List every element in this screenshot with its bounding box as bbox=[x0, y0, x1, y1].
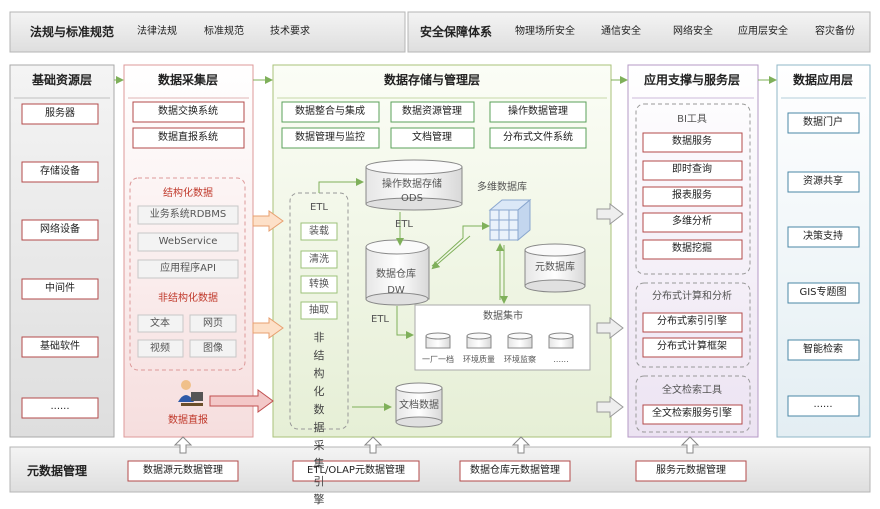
metadata-management-title: 元数据管理 bbox=[26, 464, 88, 478]
data-application-title: 数据应用层 bbox=[792, 73, 854, 87]
bi-item[interactable]: 报表服务 bbox=[672, 190, 712, 201]
storage-item[interactable]: 数据整合与集成 bbox=[295, 106, 365, 117]
person-computer-icon bbox=[178, 380, 203, 406]
fulltext-title: 全文检索工具 bbox=[662, 385, 722, 396]
data-mart-item[interactable]: 环境质量 bbox=[463, 355, 495, 364]
unstructured-item[interactable]: 文本 bbox=[150, 318, 170, 329]
resource-item[interactable]: 存储设备 bbox=[40, 166, 80, 177]
data-mart-item[interactable]: 一厂一档 bbox=[422, 355, 454, 364]
structured-item[interactable]: 应用程序API bbox=[160, 263, 216, 274]
application-item[interactable]: 智能检索 bbox=[803, 344, 843, 355]
unstructured-item[interactable]: 图像 bbox=[203, 343, 223, 354]
storage-item[interactable]: 数据管理与监控 bbox=[295, 132, 365, 143]
security-bar bbox=[407, 11, 871, 53]
metadata-item[interactable]: 数据仓库元数据管理 bbox=[470, 465, 560, 476]
doc-data-cylinder bbox=[395, 382, 443, 428]
bi-tools-title: BI工具 bbox=[677, 114, 707, 125]
security-item[interactable]: 物理场所安全 bbox=[515, 26, 575, 37]
structured-data-title: 结构化数据 bbox=[163, 188, 213, 199]
storage-management-title: 数据存储与管理层 bbox=[383, 73, 481, 87]
storage-item[interactable]: 分布式文件系统 bbox=[503, 132, 573, 143]
data-mart-item[interactable]: ...... bbox=[553, 355, 569, 364]
ods-label: 操作数据存储 bbox=[382, 179, 442, 190]
security-item[interactable]: 通信安全 bbox=[601, 26, 641, 37]
etl-step[interactable]: 转换 bbox=[309, 279, 329, 290]
basic-resource-title: 基础资源层 bbox=[31, 73, 93, 87]
basic-resource-layer bbox=[9, 64, 115, 438]
resource-item[interactable]: 网络设备 bbox=[40, 224, 80, 235]
regulations-bar bbox=[9, 11, 406, 53]
doc-data-label: 文档数据 bbox=[399, 400, 439, 411]
unstructured-item[interactable]: 网页 bbox=[203, 318, 223, 329]
etl-flow-label: ETL bbox=[395, 219, 413, 230]
dw-label: 数据仓库 bbox=[376, 269, 416, 280]
security-item[interactable]: 网络安全 bbox=[673, 26, 713, 37]
storage-item[interactable]: 文档管理 bbox=[412, 132, 452, 143]
arrow-to-dist bbox=[596, 316, 624, 340]
bi-item[interactable]: 数据挖掘 bbox=[672, 243, 712, 254]
structured-item[interactable]: 业务系统RDBMS bbox=[149, 209, 227, 220]
unstructured-item[interactable]: 视频 bbox=[150, 343, 170, 354]
regulation-item[interactable]: 技术要求 bbox=[270, 26, 310, 37]
application-item[interactable]: 资源共享 bbox=[803, 176, 843, 187]
ods-abbr: ODS bbox=[401, 193, 423, 204]
arrow-to-search bbox=[596, 395, 624, 419]
application-item[interactable]: 数据门户 bbox=[803, 117, 843, 128]
arrow-to-bi bbox=[596, 202, 624, 226]
application-item[interactable]: ...... bbox=[813, 399, 833, 410]
storage-item[interactable]: 数据资源管理 bbox=[402, 106, 462, 117]
security-title: 安全保障体系 bbox=[419, 25, 493, 39]
etl-step[interactable]: 装载 bbox=[309, 226, 329, 237]
collection-item[interactable]: 数据直报系统 bbox=[158, 132, 218, 143]
arrow-direct-report bbox=[209, 389, 274, 413]
data-mart-item[interactable]: 环境监察 bbox=[504, 355, 536, 364]
resource-item[interactable]: 中间件 bbox=[45, 283, 75, 294]
fulltext-item[interactable]: 全文检索服务引擎 bbox=[652, 408, 732, 419]
metadata-item[interactable]: 服务元数据管理 bbox=[656, 465, 726, 476]
collection-item[interactable]: 数据交换系统 bbox=[158, 106, 218, 117]
application-item[interactable]: GIS专题图 bbox=[799, 287, 847, 298]
metadata-db-label: 元数据库 bbox=[535, 262, 575, 273]
data-collection-title: 数据采集层 bbox=[157, 73, 219, 87]
etl-title: ETL bbox=[310, 202, 328, 213]
unstructured-engine-label: 非结构化数据采集引擎 bbox=[313, 331, 325, 506]
resource-item[interactable]: 服务器 bbox=[45, 108, 75, 119]
arrow-structured-to-etl bbox=[252, 210, 284, 232]
etl-step[interactable]: 清洗 bbox=[309, 254, 329, 265]
storage-item[interactable]: 操作数据管理 bbox=[508, 106, 568, 117]
structured-item[interactable]: WebService bbox=[158, 236, 218, 247]
distributed-item[interactable]: 分布式计算框架 bbox=[657, 341, 727, 352]
dw-abbr: DW bbox=[387, 285, 405, 296]
resource-item[interactable]: 基础软件 bbox=[40, 341, 80, 352]
etl-flow-label-2: ETL bbox=[371, 314, 389, 325]
arrow-unstructured-to-etl bbox=[252, 317, 284, 339]
ods-cylinder bbox=[365, 159, 463, 211]
bi-item[interactable]: 数据服务 bbox=[672, 136, 712, 147]
regulation-item[interactable]: 标准规范 bbox=[204, 26, 244, 37]
regulation-item[interactable]: 法律法规 bbox=[137, 26, 177, 37]
security-item[interactable]: 容灾备份 bbox=[815, 26, 855, 37]
regulations-title: 法规与标准规范 bbox=[29, 25, 115, 39]
security-item[interactable]: 应用层安全 bbox=[738, 26, 788, 37]
application-item[interactable]: 决策支持 bbox=[803, 231, 843, 242]
metadata-item[interactable]: ETL/OLAP元数据管理 bbox=[307, 465, 405, 476]
data-mart-title: 数据集市 bbox=[483, 311, 523, 322]
service-support-title: 应用支撑与服务层 bbox=[643, 73, 741, 87]
resource-item[interactable]: ...... bbox=[50, 401, 70, 412]
distributed-item[interactable]: 分布式索引引擎 bbox=[657, 316, 727, 327]
multidimensional-db-label: 多维数据库 bbox=[477, 182, 527, 193]
metadata-item[interactable]: 数据源元数据管理 bbox=[143, 465, 223, 476]
etl-step[interactable]: 抽取 bbox=[309, 305, 329, 316]
bi-item[interactable]: 多维分析 bbox=[672, 216, 712, 227]
unstructured-data-title: 非结构化数据 bbox=[158, 293, 218, 304]
distributed-title: 分布式计算和分析 bbox=[652, 291, 732, 302]
multidimensional-cube-icon bbox=[488, 198, 532, 242]
bi-item[interactable]: 即时查询 bbox=[672, 164, 712, 175]
direct-report-label: 数据直报 bbox=[168, 415, 208, 426]
metadata-db-cylinder bbox=[524, 243, 586, 293]
dw-cylinder bbox=[365, 239, 430, 306]
